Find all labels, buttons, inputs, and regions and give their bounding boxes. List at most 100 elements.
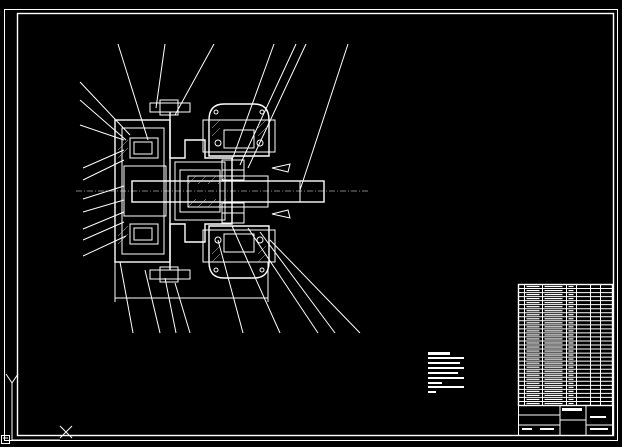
bom-cell-text <box>568 370 574 372</box>
bom-cell-text <box>568 318 574 320</box>
bom-cell-text <box>544 402 563 405</box>
bom-cell-text <box>526 398 540 401</box>
bom-cell-text <box>526 378 540 380</box>
sheet-inner-border <box>16 12 615 437</box>
bom-cell-text <box>568 386 574 388</box>
bom-cell-text <box>526 338 540 340</box>
assembly-section-view <box>76 43 370 334</box>
bom-cell-text <box>544 318 563 320</box>
bom-cell-text <box>568 390 574 392</box>
bom-cell-text <box>568 289 574 292</box>
bom-cell-text <box>544 306 563 308</box>
bom-cell-text <box>526 366 540 368</box>
bom-cell-text <box>568 338 574 340</box>
bom-cell-text <box>544 330 563 332</box>
layout-tab-icon[interactable] <box>1 435 10 444</box>
bom-cell-text <box>568 378 574 380</box>
bom-cell-text <box>526 334 540 336</box>
bom-cell-text <box>568 334 574 336</box>
bom-cell-text <box>544 298 563 300</box>
bom-cell-text <box>568 342 574 344</box>
bom-cell-text <box>526 394 540 397</box>
bom-cell-text <box>526 362 540 364</box>
bom-cell-text <box>544 289 563 292</box>
shaft <box>131 180 325 203</box>
bom-cell-text <box>526 298 540 300</box>
sheet-outer-border <box>4 9 618 441</box>
bom-cell-text <box>526 314 540 316</box>
bom-cell-text <box>568 398 574 401</box>
bom-cell-text <box>526 346 540 348</box>
bom-cell-text <box>568 402 574 405</box>
bom-cell-text <box>544 342 563 344</box>
bom-cell-text <box>526 318 540 320</box>
bom-cell-text <box>568 350 574 352</box>
bom-cell-text <box>526 390 540 392</box>
bom-cell-text <box>544 362 563 364</box>
bom-cell-text <box>568 354 574 356</box>
bom-cell-text <box>526 302 540 304</box>
bom-cell-text <box>544 378 563 380</box>
bom-cell-text <box>568 362 574 364</box>
leader-lines <box>79 43 361 334</box>
bom-cell-text <box>544 386 563 388</box>
bom-cell-text <box>568 346 574 348</box>
bom-cell-text <box>568 310 574 312</box>
technical-notes-block <box>428 352 464 393</box>
bom-cell-text <box>526 289 540 292</box>
bill-of-materials-table <box>517 283 614 407</box>
bom-cell-text <box>544 302 563 304</box>
bom-cell-text <box>544 326 563 328</box>
title-block <box>518 405 613 436</box>
bom-cell-text <box>544 398 563 401</box>
bom-cell-text <box>526 342 540 344</box>
bom-cell-text <box>568 314 574 316</box>
section-hatching <box>117 119 267 263</box>
bom-cell-text <box>544 350 563 352</box>
bom-cell-text <box>526 386 540 388</box>
bom-cell-text <box>526 370 540 372</box>
bom-cell-text <box>526 306 540 308</box>
bom-cell-text <box>544 334 563 336</box>
bom-cell-text <box>544 310 563 312</box>
bom-cell-text <box>568 382 574 384</box>
bom-cell-text <box>526 326 540 328</box>
bom-cell-text <box>544 354 563 356</box>
bom-cell-text <box>544 394 563 397</box>
bom-cell-text <box>544 285 563 288</box>
bom-cell-text <box>526 330 540 332</box>
bom-cell-text <box>568 330 574 332</box>
bom-cell-text <box>544 338 563 340</box>
bom-cell-text <box>526 293 540 296</box>
bom-cell-text <box>526 402 540 405</box>
bom-cell-text <box>568 358 574 360</box>
bom-cell-text <box>544 382 563 384</box>
bom-cell-text <box>568 302 574 304</box>
bom-cell-text <box>568 326 574 328</box>
bom-cell-text <box>568 374 574 376</box>
bom-cell-text <box>568 366 574 368</box>
bom-cell-text <box>544 322 563 324</box>
bom-cell-text <box>568 285 574 288</box>
ucs-axis-icon <box>5 373 73 441</box>
bom-cell-text <box>526 322 540 324</box>
bom-cell-text <box>526 358 540 360</box>
bom-cell-text <box>544 314 563 316</box>
bom-cell-text <box>526 310 540 312</box>
bom-cell-text <box>526 354 540 356</box>
bom-cell-text <box>568 293 574 296</box>
bom-cell-text <box>544 358 563 360</box>
bom-cell-text <box>526 285 540 288</box>
bom-cell-text <box>568 394 574 397</box>
bom-cell-text <box>544 370 563 372</box>
bom-cell-text <box>544 390 563 392</box>
bom-cell-text <box>526 350 540 352</box>
bom-cell-text <box>544 346 563 348</box>
bom-cell-text <box>568 298 574 300</box>
bom-cell-text <box>526 382 540 384</box>
bom-cell-text <box>544 293 563 296</box>
bom-cell-text <box>544 374 563 376</box>
bom-cell-text <box>544 366 563 368</box>
bom-cell-text <box>568 306 574 308</box>
